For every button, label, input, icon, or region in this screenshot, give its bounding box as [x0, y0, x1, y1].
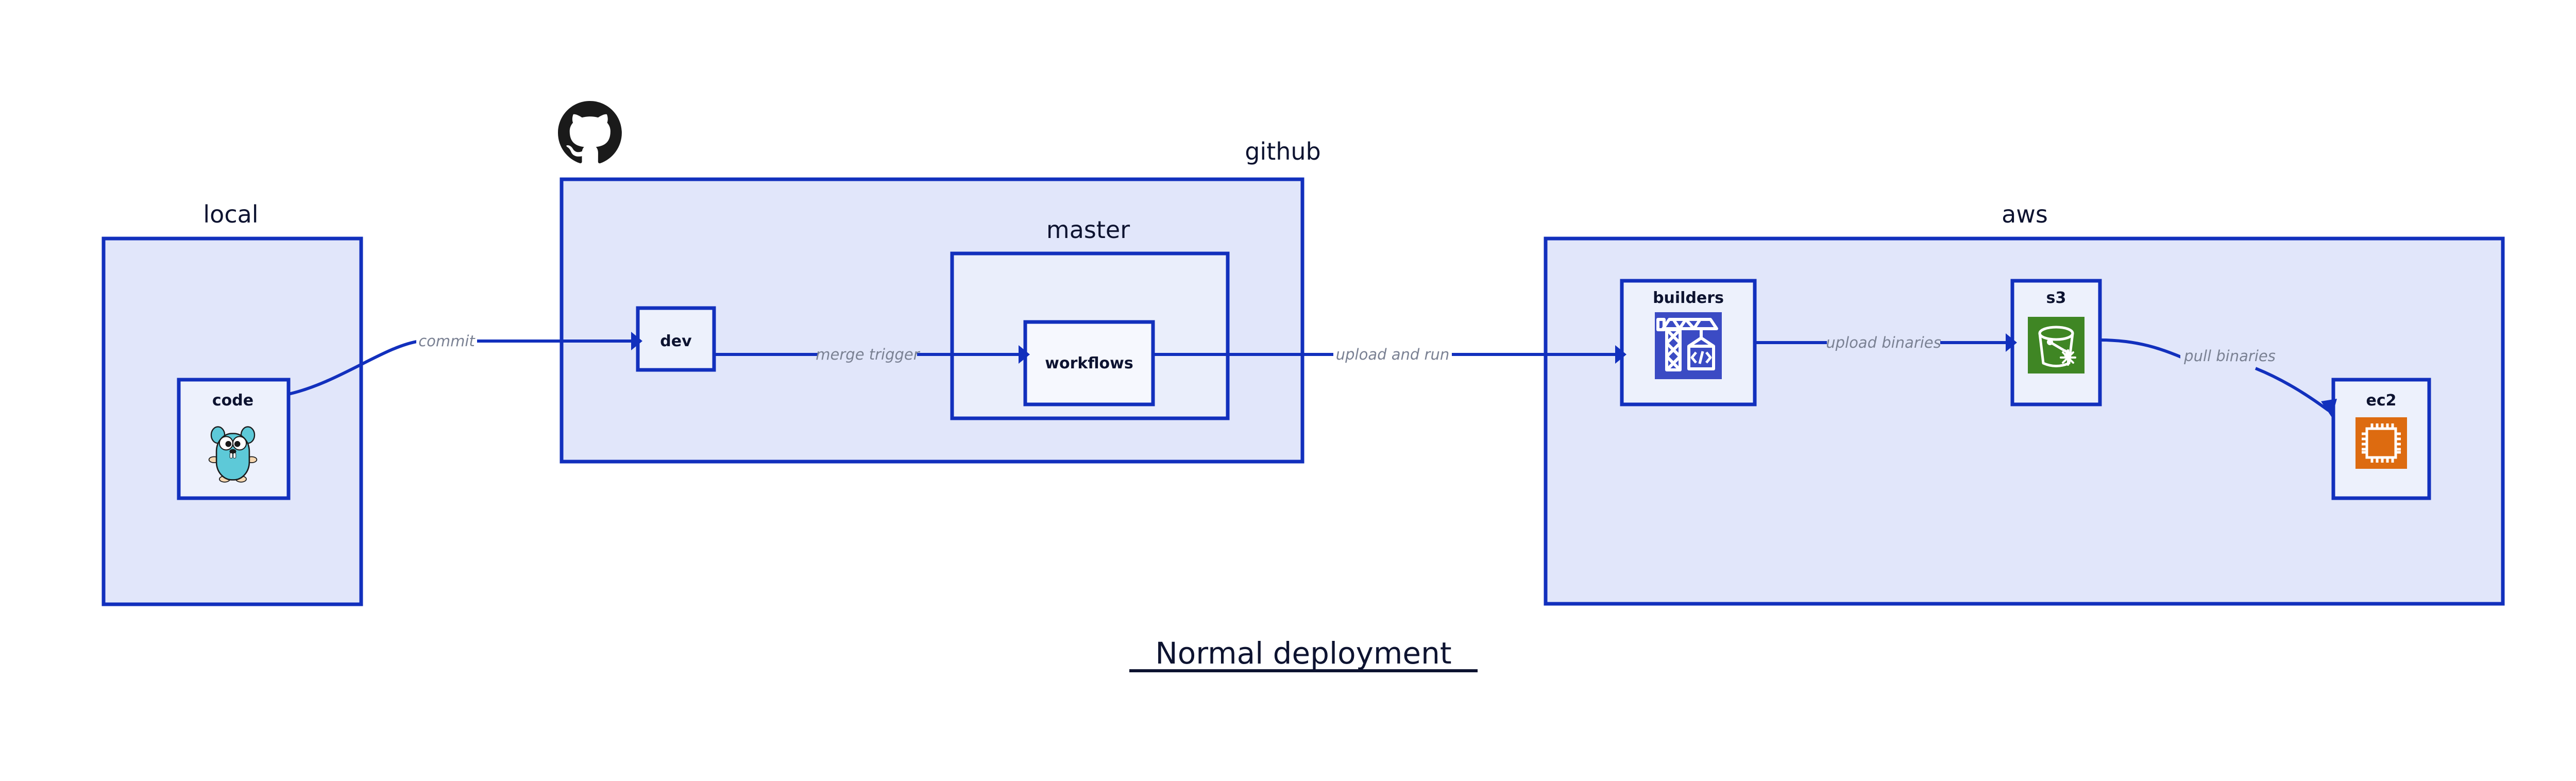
edge-upload-and-run-arrowhead [1615, 345, 1626, 364]
group-local: local code [101, 200, 363, 606]
edge-commit-label-bg [416, 330, 477, 352]
edge-commit: commit [288, 330, 642, 396]
edge-commit-label: commit [418, 332, 476, 350]
edge-merge-trigger: merge trigger [714, 344, 1030, 365]
group-label-master: master [1046, 216, 1130, 244]
edge-upload-and-run: upload and run [1153, 344, 1626, 365]
aws-s3-bucket-icon [2028, 317, 2084, 373]
edge-pull-binaries-label-bg [2180, 345, 2279, 367]
go-gopher-icon [208, 426, 258, 483]
group-github: github dev master workflows [558, 101, 1321, 464]
group-label-local: local [203, 200, 258, 228]
node-builders-label: builders [1653, 289, 1724, 307]
edge-commit-arrowhead [631, 332, 642, 350]
edge-upload-binaries-label-bg [1827, 332, 1940, 353]
aws-codebuild-icon [1655, 312, 1722, 379]
node-dev-label: dev [660, 332, 692, 350]
node-s3-label: s3 [2046, 289, 2066, 307]
edge-pull-binaries-label: pull binaries [2183, 347, 2276, 365]
group-aws: aws builders [1544, 200, 2505, 606]
github-octocat-logo [558, 101, 622, 163]
node-code[interactable]: code [177, 378, 291, 500]
node-workflows-box[interactable] [1023, 320, 1155, 406]
group-master: master workflows [950, 216, 1230, 420]
diagram-title-group: Normal deployment [1129, 636, 1478, 672]
aws-ec2-chip-icon [2355, 417, 2407, 469]
edge-merge-trigger-arrowhead [1019, 345, 1030, 364]
edge-upload-binaries-arrowhead [2006, 333, 2017, 352]
edge-merge-trigger-label: merge trigger [816, 346, 920, 363]
node-ec2-label: ec2 [2366, 392, 2396, 410]
node-builders[interactable]: builders [1620, 279, 1757, 406]
page-title: Normal deployment [1155, 636, 1451, 671]
node-workflows-label: workflows [1045, 354, 1133, 372]
node-dev[interactable]: dev [636, 306, 716, 372]
edge-upload-and-run-label-bg [1333, 344, 1452, 365]
edge-pull-binaries-arrowhead [2321, 399, 2337, 417]
node-s3[interactable]: s3 [2010, 279, 2102, 406]
edge-upload-binaries: upload binaries [1755, 332, 2017, 353]
node-dev-box[interactable] [636, 306, 716, 372]
node-code-label: code [212, 392, 253, 410]
node-workflows[interactable]: workflows [1023, 320, 1155, 406]
group-label-aws: aws [2002, 200, 2048, 228]
node-ec2[interactable]: ec2 [2331, 378, 2431, 500]
edge-pull-binaries: pull binaries [2099, 338, 2337, 417]
edge-merge-trigger-label-bg [818, 344, 917, 365]
group-label-github: github [1245, 138, 1321, 165]
edge-upload-and-run-label: upload and run [1336, 346, 1449, 363]
edge-upload-binaries-label: upload binaries [1826, 334, 1941, 351]
